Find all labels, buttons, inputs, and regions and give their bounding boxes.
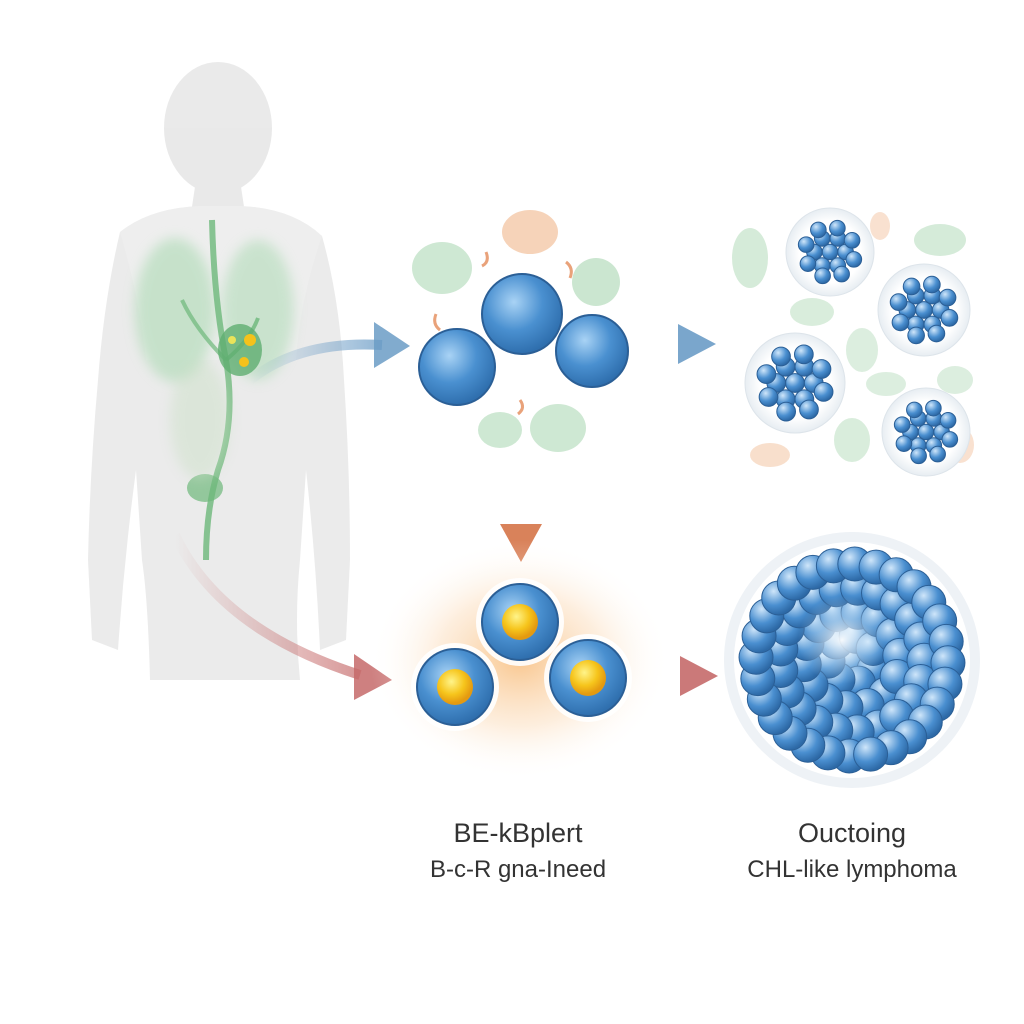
tumor-cell <box>910 447 927 465</box>
tumor-cell <box>833 265 850 283</box>
tumor-cell <box>893 416 911 433</box>
tumor-cell <box>927 324 946 343</box>
tumor-cell <box>889 293 908 311</box>
human-body-silhouette <box>88 62 350 680</box>
body-to-cluster-arrow <box>246 339 383 384</box>
tumor-cell <box>925 399 942 417</box>
arrow-head-red <box>680 656 718 696</box>
lymphoma-tumor-mass <box>724 532 980 788</box>
arrow-head-blue <box>374 322 410 368</box>
tumor-cell <box>938 288 957 307</box>
tumor-cell <box>923 275 941 294</box>
tumor-cell <box>793 344 814 365</box>
tumor-cell <box>776 401 797 422</box>
body-to-infected-arrow <box>170 532 362 680</box>
outcome-title: Ouctoing <box>797 818 907 848</box>
infected-b-cell <box>544 634 632 722</box>
tumor-cell <box>845 251 863 268</box>
tumor-cell <box>785 373 805 393</box>
tumor-cell <box>917 423 935 441</box>
b-cell <box>555 314 629 388</box>
b-cell <box>481 273 563 355</box>
tumor-cell <box>811 359 832 379</box>
nucleus <box>437 669 473 705</box>
tumor-cell <box>771 346 791 367</box>
tumor-cell <box>799 399 819 420</box>
tumor-colony <box>744 332 846 434</box>
infected-b-cell <box>411 643 499 731</box>
tumor-cell <box>907 326 925 345</box>
tumor-colony <box>877 263 971 357</box>
tumor-cell <box>758 387 779 407</box>
tumor-cell <box>941 431 959 448</box>
tumor-cell <box>756 364 777 385</box>
tumor-cell <box>814 267 831 285</box>
tumor-cell <box>829 219 846 237</box>
outcome-subtitle: CHL-like lymphoma <box>747 856 957 883</box>
infected-cells-title: BE-kBplert <box>453 818 583 848</box>
tumor-colony <box>785 207 875 297</box>
infected-b-cell-cluster <box>370 540 670 780</box>
tumor-cell <box>902 277 921 296</box>
infected-cells-subtitle: B-c-R gna-Ineed <box>429 856 607 883</box>
tumor-colonies-field <box>732 207 974 477</box>
tumor-cell <box>895 435 913 452</box>
tumor-cell <box>929 445 946 463</box>
tumor-cell <box>813 381 834 402</box>
arrow-head-blue <box>678 324 716 364</box>
tumor-cell <box>940 309 959 327</box>
tumor-cell <box>939 412 957 429</box>
tumor-cell <box>821 243 839 261</box>
lymphatic-organs <box>135 219 294 561</box>
normal-b-cell-cluster <box>412 210 629 452</box>
tumor-cell <box>915 301 933 319</box>
tumor-cell <box>843 232 861 249</box>
tumor-cell <box>906 401 923 419</box>
tumor-colony <box>881 387 971 477</box>
nucleus <box>502 604 538 640</box>
tumor-cell <box>799 255 817 272</box>
tumor-cell <box>853 736 889 772</box>
tumor-cell <box>810 221 827 239</box>
nucleus <box>570 660 606 696</box>
tumor-cell <box>797 236 815 253</box>
infected-b-cell <box>476 578 564 666</box>
b-cell <box>418 328 496 406</box>
tumor-cell <box>891 313 910 332</box>
